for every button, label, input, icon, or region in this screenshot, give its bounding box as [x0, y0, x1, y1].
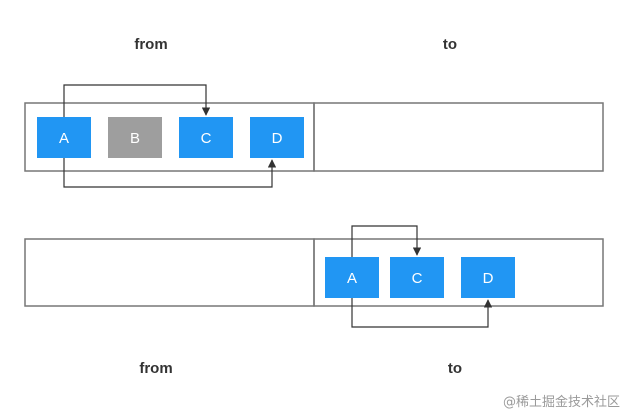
svg-text:D: D: [272, 130, 283, 147]
top-node-b: B: [108, 117, 162, 158]
arrow-a-to-d-top: [63, 158, 277, 188]
label-to-bottom: to: [447, 360, 463, 377]
svg-text:D: D: [483, 270, 494, 287]
top-node-a: A: [37, 117, 91, 158]
bottom-node-c: C: [390, 257, 444, 298]
svg-text:B: B: [130, 130, 140, 147]
label-from-top: from: [134, 36, 168, 53]
bottom-container-from: [24, 238, 315, 307]
bottom-node-a: A: [325, 257, 379, 298]
top-container-to: [313, 102, 604, 172]
bottom-container-to: [313, 238, 604, 307]
svg-text:A: A: [347, 270, 357, 287]
label-to-top: to: [442, 36, 458, 53]
bottom-node-d: D: [461, 257, 515, 298]
svg-text:A: A: [59, 130, 69, 147]
arrow-a-to-c-top: [63, 84, 211, 117]
watermark: @稀土掘金技术社区: [502, 395, 620, 410]
top-node-d: D: [250, 117, 304, 158]
svg-text:C: C: [201, 130, 212, 147]
top-node-c: C: [179, 117, 233, 158]
arrow-a-to-d-bottom: [351, 298, 493, 328]
label-from-bottom: from: [139, 360, 173, 377]
arrow-a-to-c-bottom: [351, 225, 422, 257]
svg-text:C: C: [412, 270, 423, 287]
